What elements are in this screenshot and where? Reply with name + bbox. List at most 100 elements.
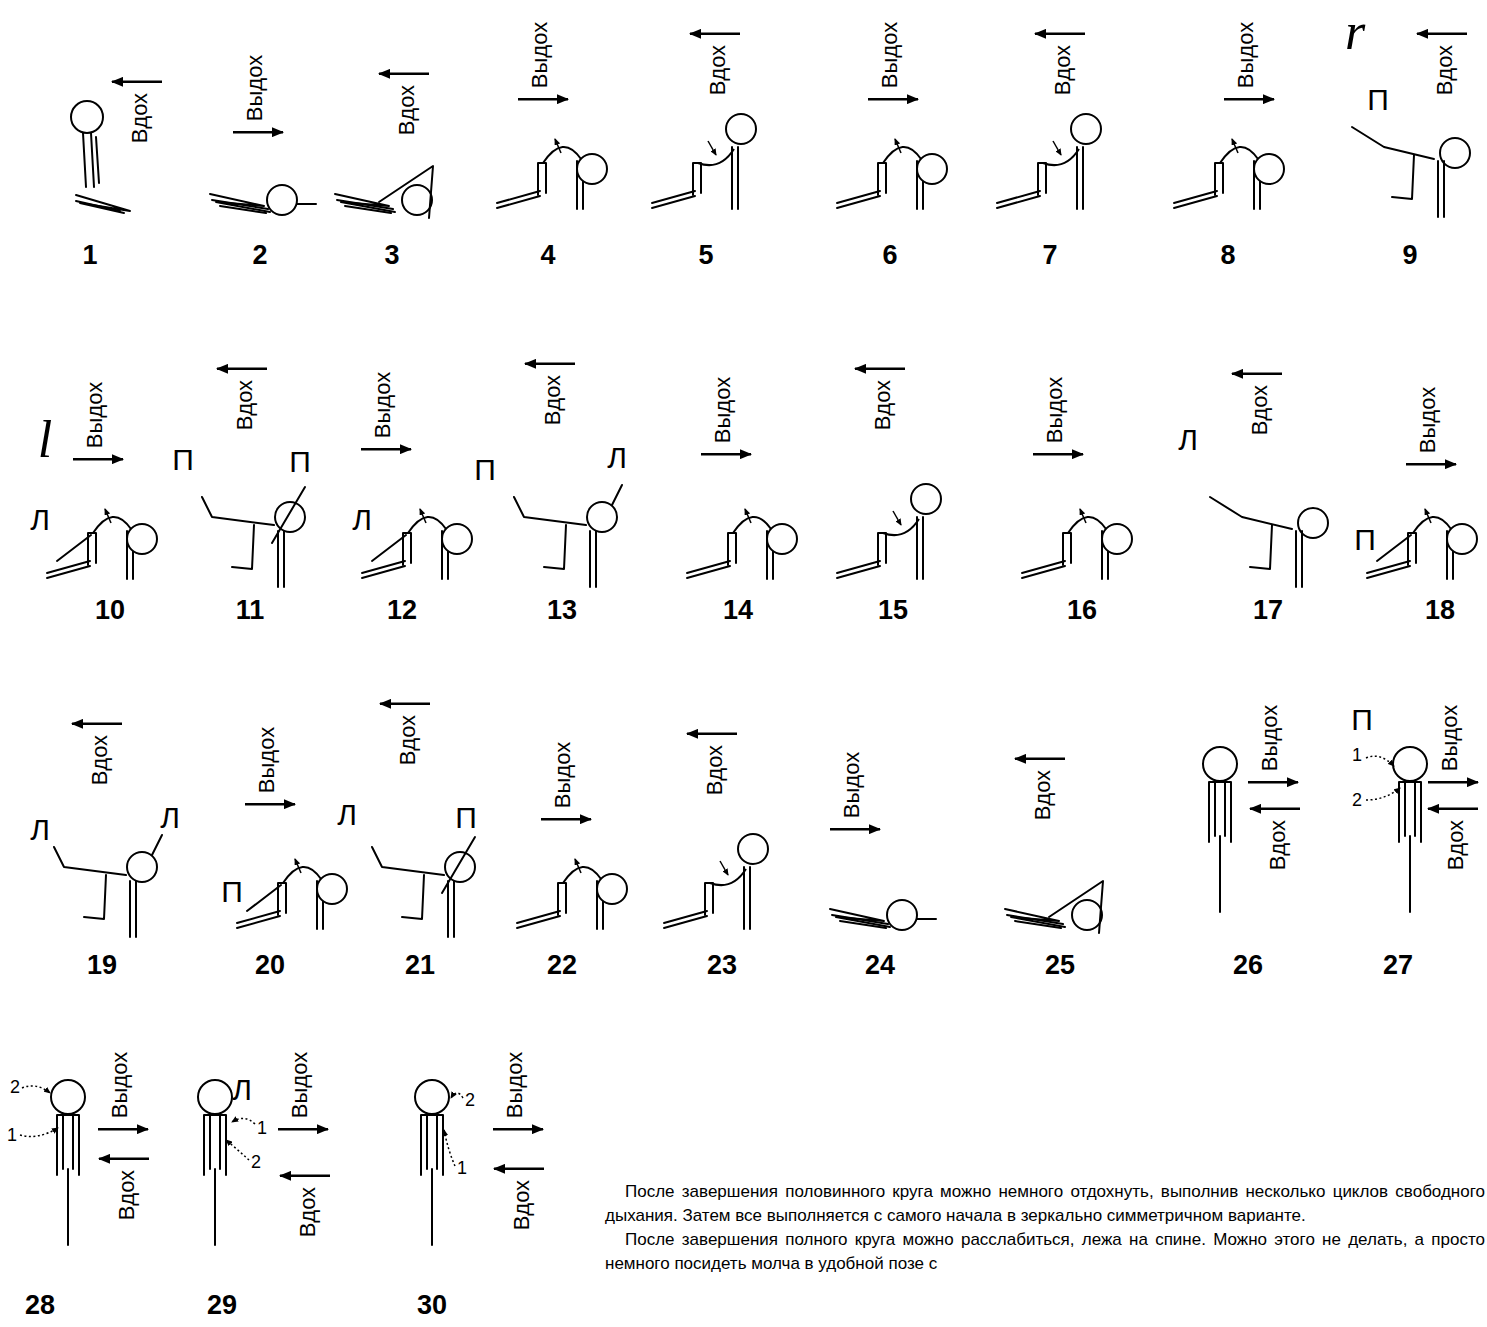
stick-figure bbox=[54, 835, 162, 937]
figure-line bbox=[129, 881, 131, 937]
breath-arrow bbox=[98, 1128, 148, 1131]
figure-number: 20 bbox=[255, 952, 285, 979]
stick-figure bbox=[415, 1080, 463, 1245]
figure-line bbox=[84, 875, 106, 919]
note-text: После завершения половинного круга можно… bbox=[605, 1180, 1485, 1228]
figure-line bbox=[426, 1115, 428, 1169]
breath-arrow bbox=[233, 131, 283, 134]
figure-line bbox=[1049, 881, 1103, 933]
figure-line bbox=[220, 206, 266, 213]
figure-line bbox=[1295, 531, 1297, 587]
side-label: П bbox=[221, 877, 243, 907]
figure-line bbox=[883, 147, 921, 163]
figure-head bbox=[1254, 154, 1284, 184]
figure-line bbox=[345, 206, 391, 213]
figure-number: 12 bbox=[387, 597, 417, 624]
breath-label: Вдох bbox=[1052, 45, 1074, 95]
figure-number: 18 bbox=[1425, 597, 1455, 624]
figure-number: 1 bbox=[82, 242, 97, 269]
side-label: Л bbox=[352, 505, 372, 535]
figure-line bbox=[733, 517, 771, 533]
breath-arrow bbox=[830, 828, 880, 831]
figure-line bbox=[589, 531, 591, 587]
figure-number: 22 bbox=[547, 952, 577, 979]
stick-figure bbox=[652, 114, 756, 209]
figure-line bbox=[698, 149, 734, 165]
figure-line bbox=[152, 835, 162, 855]
stick-figure bbox=[997, 114, 1101, 209]
figure-line bbox=[1301, 531, 1303, 587]
breath-arrow bbox=[1248, 781, 1298, 784]
dotted-arrow bbox=[226, 1140, 249, 1160]
order-number: 2 bbox=[10, 1078, 20, 1096]
figure-line bbox=[209, 1115, 211, 1169]
figure-head bbox=[1203, 747, 1237, 781]
figure-number: 29 bbox=[207, 1292, 237, 1319]
breath-label: Выдох bbox=[841, 752, 863, 818]
figure-number: 6 bbox=[882, 242, 897, 269]
breath-label: Выдох bbox=[1439, 705, 1461, 771]
figure-line bbox=[832, 915, 888, 924]
breath-label: Выдох bbox=[1044, 377, 1066, 443]
breath-arrow bbox=[1035, 33, 1085, 36]
figure-line bbox=[652, 196, 695, 208]
figure-line bbox=[212, 200, 268, 209]
figure-line bbox=[710, 869, 746, 885]
side-marker: l bbox=[38, 414, 52, 466]
figure-line bbox=[664, 916, 707, 928]
figure-number: 10 bbox=[95, 597, 125, 624]
figure-line bbox=[214, 1169, 216, 1245]
dotted-arrow bbox=[232, 1118, 255, 1124]
breath-arrow bbox=[525, 363, 575, 366]
breath-arrow bbox=[541, 818, 591, 821]
figure-line bbox=[403, 533, 411, 565]
figure-line bbox=[57, 1115, 79, 1175]
breath-label: Вдох bbox=[1445, 820, 1467, 870]
dotted-arrow bbox=[22, 1086, 50, 1093]
figure-head bbox=[445, 852, 475, 882]
figure-line bbox=[372, 847, 444, 875]
stick-figure bbox=[20, 1080, 85, 1245]
breath-arrow bbox=[493, 1128, 543, 1131]
figure-line bbox=[210, 194, 270, 212]
figure-head bbox=[1102, 524, 1132, 554]
figure-head bbox=[1071, 114, 1101, 144]
figure-head bbox=[1072, 900, 1102, 930]
motion-arrow bbox=[720, 861, 728, 875]
figure-line bbox=[514, 497, 586, 525]
breath-arrow bbox=[690, 33, 740, 36]
breath-label: Выдох bbox=[1235, 22, 1257, 88]
order-number: 2 bbox=[465, 1091, 475, 1109]
side-label: Л bbox=[160, 803, 180, 833]
breath-arrow bbox=[112, 81, 162, 84]
figure-line bbox=[91, 133, 94, 187]
breath-arrow bbox=[245, 803, 295, 806]
figure-line bbox=[283, 867, 321, 883]
figure-line bbox=[1174, 196, 1217, 208]
breath-label: Вдох bbox=[396, 85, 418, 135]
figure-line bbox=[204, 1115, 226, 1175]
breath-arrow bbox=[1428, 781, 1478, 784]
figure-line bbox=[76, 201, 120, 211]
breath-arrow bbox=[1250, 808, 1300, 811]
stick-figure bbox=[1367, 509, 1477, 579]
figure-head bbox=[275, 502, 305, 532]
figure-line bbox=[421, 1115, 443, 1175]
breath-label: Вдох bbox=[129, 93, 151, 143]
figure-line bbox=[88, 533, 96, 565]
figure-line bbox=[1210, 497, 1292, 529]
figure-line bbox=[563, 867, 601, 883]
figure-line bbox=[1377, 535, 1411, 561]
stick-figure bbox=[237, 859, 347, 929]
figure-line bbox=[1443, 161, 1445, 217]
breath-label: Выдох bbox=[552, 742, 574, 808]
stick-figure bbox=[335, 166, 433, 218]
stick-figure bbox=[664, 834, 768, 929]
figure-line bbox=[362, 566, 405, 578]
figure-number: 11 bbox=[236, 597, 265, 624]
breath-label: Вдох bbox=[1434, 45, 1456, 95]
breath-arrow bbox=[379, 73, 429, 76]
figure-line bbox=[247, 885, 281, 911]
figure-line bbox=[705, 883, 713, 915]
figure-line bbox=[517, 916, 560, 928]
